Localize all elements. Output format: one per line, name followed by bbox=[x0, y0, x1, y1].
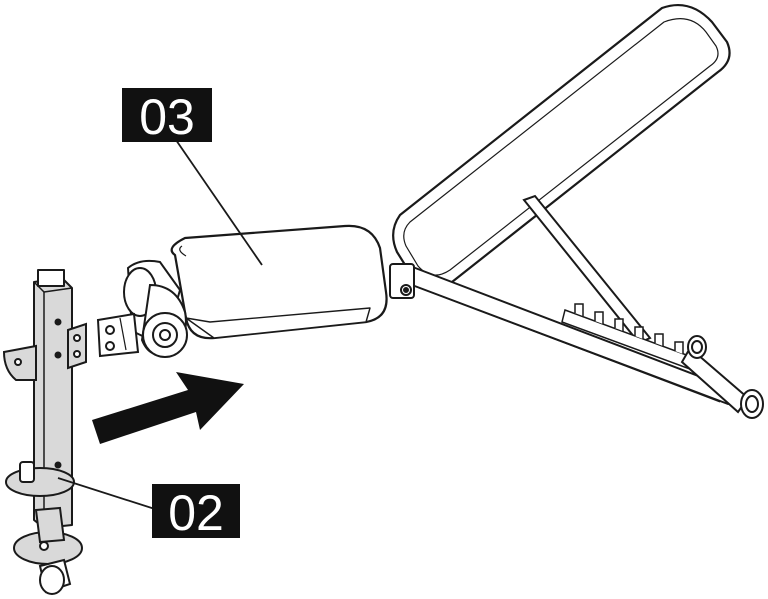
backrest-pad bbox=[392, 4, 731, 289]
leader-02 bbox=[57, 477, 159, 511]
frame-foot-upper bbox=[5, 461, 75, 497]
seat-pad bbox=[170, 224, 388, 340]
part-label-03-text: 03 bbox=[139, 89, 195, 145]
main-rail bbox=[403, 265, 736, 405]
part-label-02-text: 02 bbox=[168, 485, 224, 541]
adjustment-ladder bbox=[561, 303, 701, 374]
part-label-03: 03 bbox=[122, 88, 212, 145]
leader-03 bbox=[175, 139, 263, 266]
front-leg-frame bbox=[33, 269, 73, 529]
part-label-02: 02 bbox=[152, 484, 240, 541]
pivot-hinge bbox=[389, 263, 415, 299]
callout-leaders bbox=[57, 139, 263, 511]
leg-roller bbox=[123, 259, 188, 358]
support-strut bbox=[522, 194, 652, 345]
rear-stabilizer bbox=[680, 335, 764, 419]
frame-brackets bbox=[2, 322, 87, 381]
frame-foot-lower bbox=[13, 506, 83, 595]
seat-bracket bbox=[96, 312, 140, 358]
arrow-right-icon bbox=[92, 372, 244, 444]
